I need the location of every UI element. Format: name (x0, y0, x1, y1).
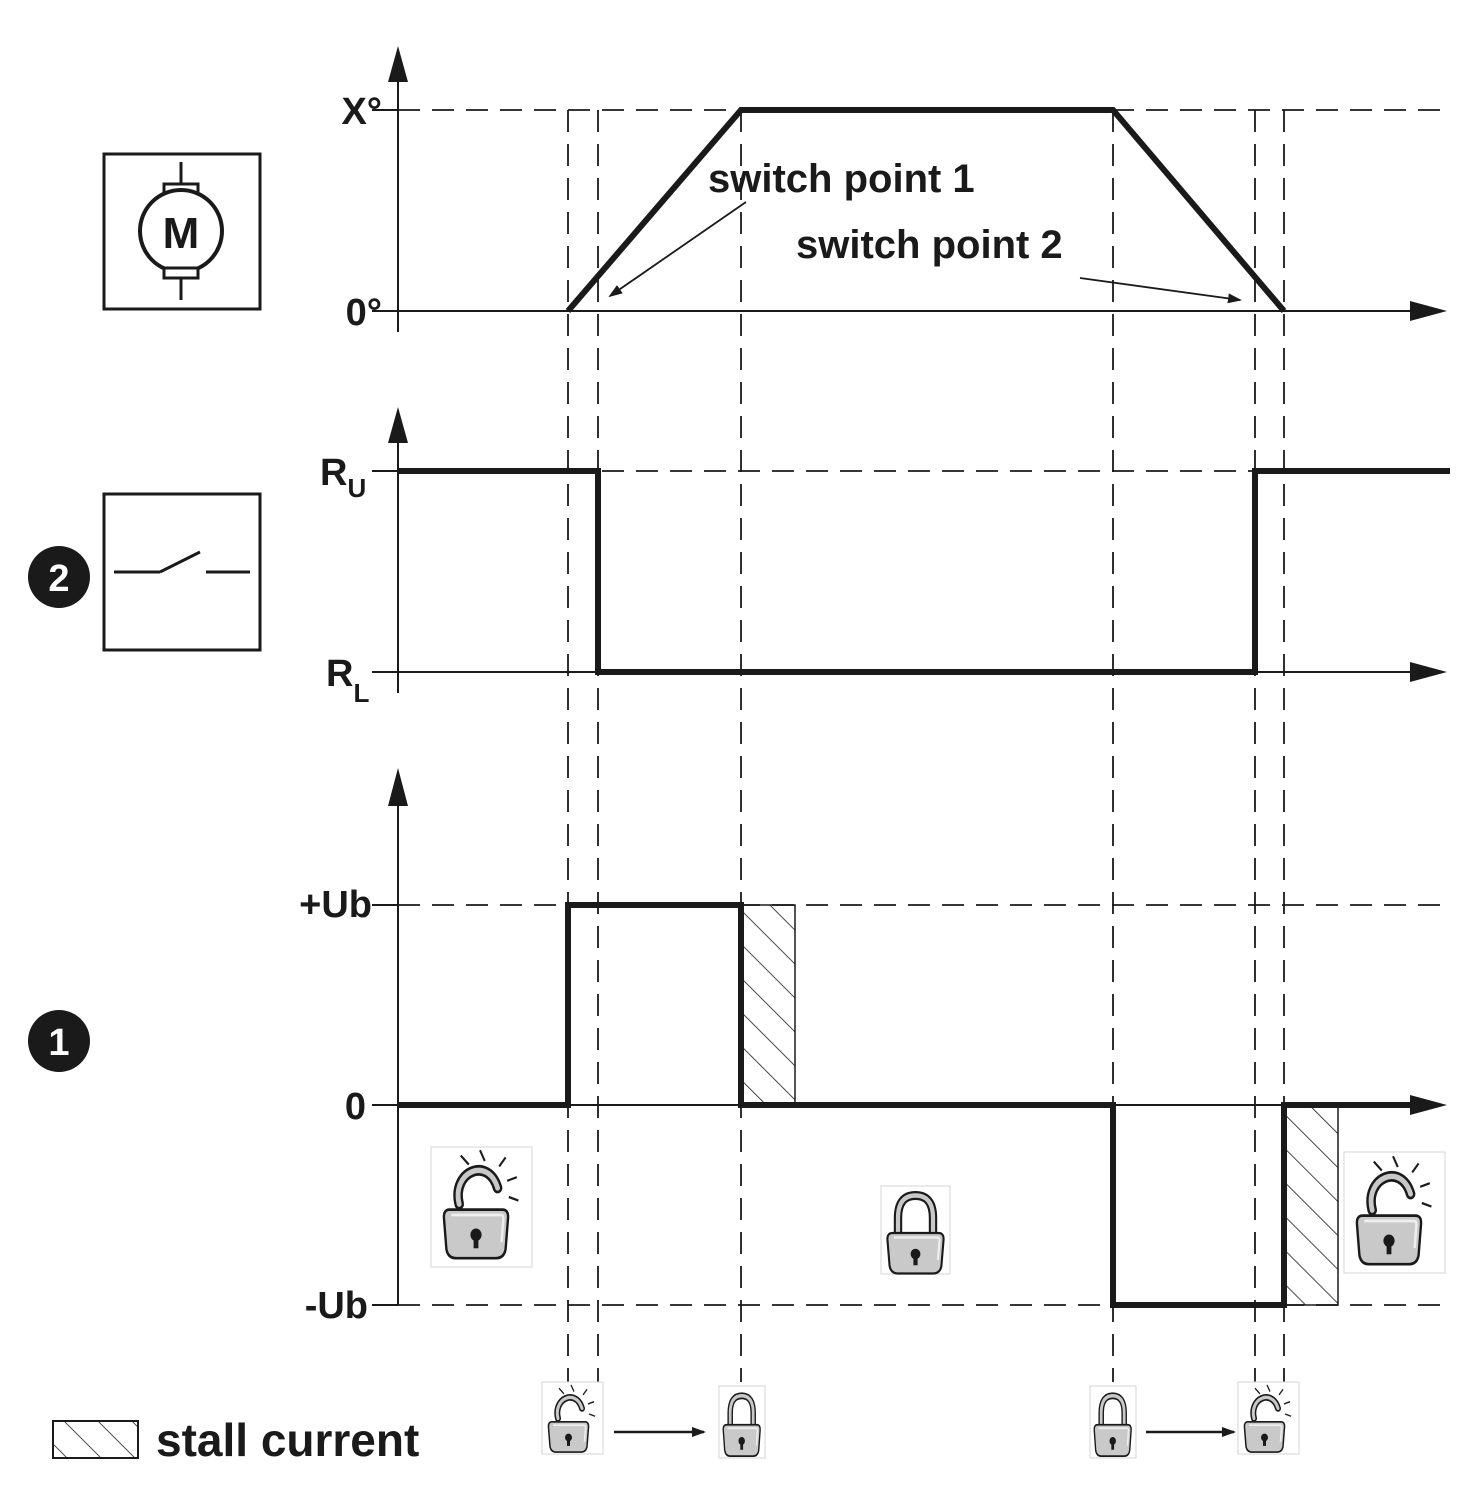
legend: stall current (52, 1414, 419, 1466)
x-axis-arrow (1410, 301, 1447, 321)
unlocked-padlock-icon (1237, 1381, 1300, 1454)
stall-current-area-2 (1283, 1104, 1339, 1306)
switch-point-2-arrow (1079, 277, 1242, 304)
lock-transitions (541, 1381, 1300, 1458)
unlocked-padlock-icon (541, 1381, 604, 1454)
tick-label-plus-ub: +Ub (299, 884, 372, 926)
tick-label-x-deg: X° (341, 91, 382, 133)
switch-symbol (102, 492, 262, 652)
x-axis-arrow (1410, 1095, 1447, 1115)
locked-padlock-icon (1089, 1385, 1137, 1458)
tick-label-zero-deg: 0° (346, 292, 382, 334)
motor-symbol: M (102, 152, 262, 311)
unlocked-padlock-icon (430, 1147, 533, 1268)
tick-label-minus-ub: -Ub (305, 1285, 368, 1327)
resistance-trace (398, 468, 1450, 675)
tick-label-r-lower: RL (326, 653, 369, 708)
voltage-trace (398, 902, 1412, 1308)
switch-point-1-label: switch point 1 (708, 157, 975, 201)
switch-point-2-label: switch point 2 (796, 223, 1063, 267)
stall-current-area-1 (740, 904, 796, 1106)
tick-label-zero: 0 (345, 1086, 366, 1128)
unlocked-padlock-icon (1343, 1152, 1446, 1274)
legend-swatch (52, 1420, 139, 1459)
marker-1: 1 (28, 1010, 90, 1072)
switch-point-1-arrow (608, 201, 747, 298)
y-axis-arrow (388, 407, 408, 443)
position-trace (565, 107, 1287, 313)
locked-padlock-icon (718, 1385, 766, 1458)
legend-label: stall current (156, 1414, 419, 1466)
resistance-panel: RU RL (320, 407, 1450, 708)
tick-label-r-upper: RU (320, 452, 366, 503)
svg-text:1: 1 (48, 1022, 69, 1064)
voltage-panel: +Ub 0 -Ub (299, 768, 1447, 1327)
locked-padlock-icon (880, 1185, 951, 1274)
svg-text:2: 2 (48, 558, 69, 600)
position-panel: X° 0° switch point 1 switch point 2 (341, 46, 1447, 334)
y-axis-arrow (388, 768, 408, 806)
x-axis-arrow (1410, 662, 1447, 682)
y-axis-arrow (388, 46, 408, 82)
motor-letter: M (163, 209, 200, 258)
marker-2: 2 (28, 546, 90, 608)
